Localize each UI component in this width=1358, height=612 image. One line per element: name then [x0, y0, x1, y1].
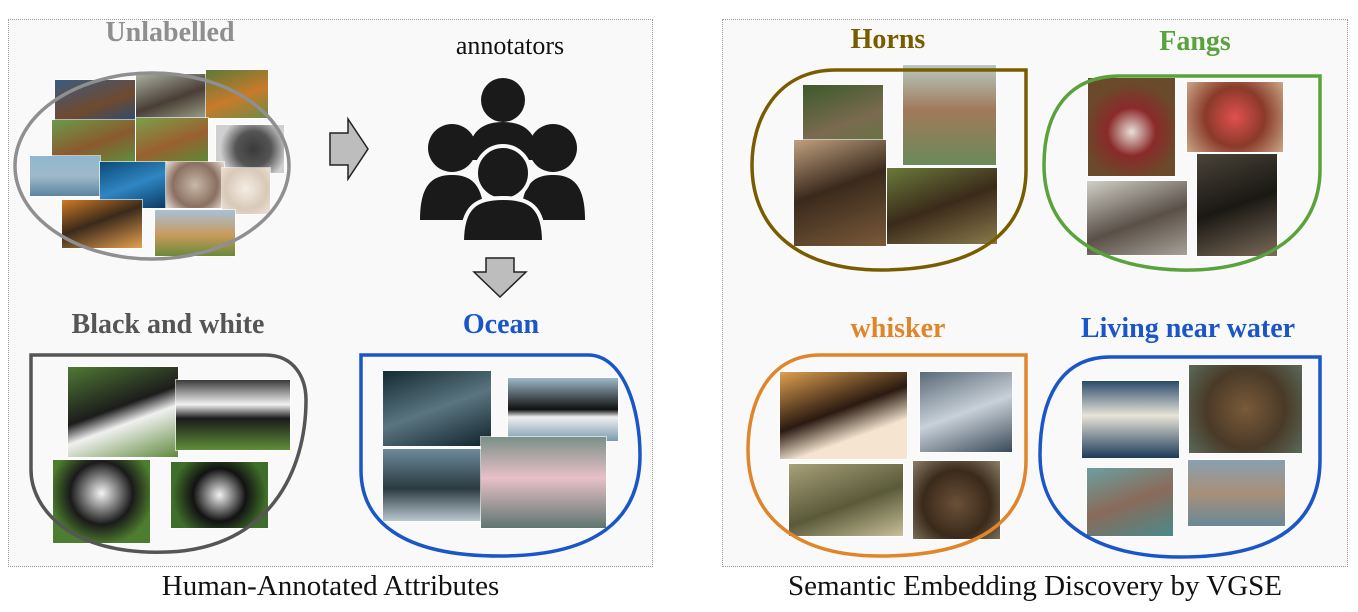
- photo-whisker-3: [789, 464, 903, 536]
- photo-horns-2: [903, 65, 996, 165]
- photo-whisker-1: [780, 372, 907, 459]
- photo-fangs-3: [1087, 181, 1187, 255]
- photo-fangs-1: [1088, 78, 1175, 176]
- photo-dolphin-jump: [30, 156, 100, 196]
- photo-bear: [136, 74, 206, 119]
- photo-panda-face: [171, 462, 268, 528]
- photo-tiger-face: [62, 200, 142, 248]
- photo-pink-dolphins: [481, 437, 606, 528]
- photo-orca: [508, 378, 618, 441]
- photo-rodent: [55, 80, 135, 120]
- photo-whisker-2: [920, 372, 1012, 452]
- unlabelled-label: Unlabelled: [105, 17, 235, 48]
- fangs-label: Fangs: [1159, 26, 1231, 57]
- right-caption: Semantic Embedding Discovery by VGSE: [787, 570, 1282, 602]
- photo-holstein-cow: [176, 380, 290, 450]
- photo-cow-brown: [136, 118, 208, 162]
- photo-seal: [383, 449, 481, 521]
- photo-water-2: [1189, 365, 1302, 453]
- whisker-label: whisker: [850, 313, 946, 344]
- living-near-water-label: Living near water: [1080, 313, 1296, 344]
- annotators-label: annotators: [455, 31, 565, 60]
- photo-water-4: [1188, 460, 1285, 526]
- ocean-label: Ocean: [462, 309, 540, 340]
- photo-rat: [166, 162, 224, 208]
- photo-water-3: [1087, 468, 1173, 536]
- left-caption: Human-Annotated Attributes: [161, 570, 500, 602]
- photo-whale-dark: [383, 371, 491, 446]
- horns-label: Horns: [850, 24, 926, 55]
- photo-panda-sitting: [53, 460, 150, 543]
- photo-horns-4: [887, 168, 997, 244]
- black-white-label: Black and white: [71, 309, 265, 340]
- photo-giraffe: [155, 210, 235, 256]
- photo-cat: [222, 168, 270, 214]
- photo-border-collie: [68, 367, 178, 457]
- photo-horns-3: [794, 140, 886, 246]
- photo-tiger-lying: [206, 70, 268, 118]
- photo-water-1: [1082, 381, 1179, 458]
- photo-bat: [216, 125, 284, 173]
- photo-fangs-2: [1187, 82, 1283, 152]
- photo-whisker-4: [913, 461, 1000, 539]
- photo-fangs-4: [1197, 154, 1277, 256]
